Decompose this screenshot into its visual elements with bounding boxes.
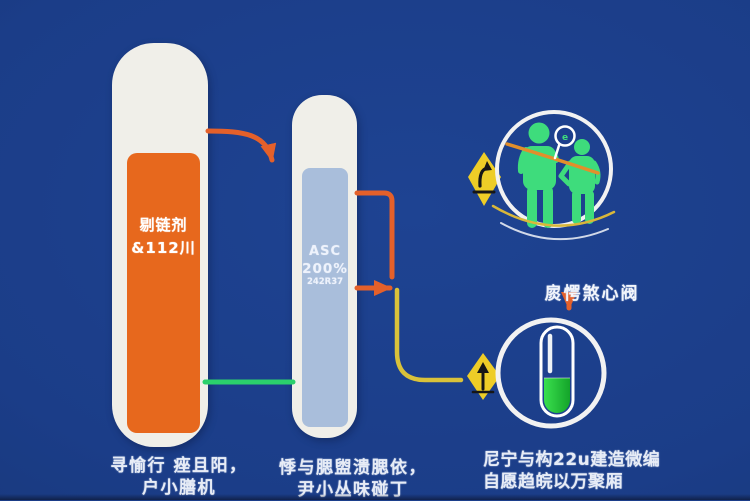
- caption-left-line1: 寻愉行 痤且阳，: [110, 456, 248, 476]
- people-circle-icon: e: [491, 110, 616, 241]
- capsule-icon: [539, 325, 575, 418]
- yellow-elbow-connector-icon: [394, 287, 464, 383]
- bar-middle-label: ASC 200% 242R37: [300, 243, 350, 287]
- increase-badge-bottom-icon: [467, 353, 500, 400]
- bar-middle-label-line1: ASC: [309, 244, 341, 259]
- orange-elbow-connector-icon: [354, 190, 395, 280]
- caption-right-line2: 自愿趋皖以万聚厢: [483, 472, 623, 492]
- caption-middle-line1: 悸与腮盥溃腮依，: [279, 458, 427, 478]
- swoosh-icon: [505, 142, 600, 175]
- arc-white-icon: [500, 222, 609, 241]
- pill-label: 扊愕煞心阀: [544, 284, 640, 304]
- people-circle-ring: [495, 110, 613, 228]
- magnifier-icon: e: [553, 125, 576, 160]
- bar-left-label: 剔链剂 &112川: [127, 214, 200, 260]
- bar-left-label-line1: 剔链剂: [139, 216, 188, 234]
- bar-left-fill: [127, 153, 200, 433]
- person-large-arm-right: [547, 149, 559, 163]
- person-large-icon: [523, 122, 556, 228]
- bar-middle-fill: [302, 168, 348, 427]
- person-large-arm-left: [517, 147, 529, 174]
- magnifier-letter: e: [562, 133, 568, 143]
- arrow-left-to-middle-icon: [205, 128, 277, 163]
- increase-badge-top-icon: [468, 152, 501, 206]
- bottom-shade: [0, 494, 750, 500]
- bar-middle-label-line3: 242R37: [306, 277, 344, 287]
- caption-right: 尼宁与构22u建造微编 自愿趋皖以万聚厢: [483, 449, 713, 493]
- pill-circle-icon: [495, 317, 607, 429]
- caption-right-line1: 尼宁与构22u建造微编: [483, 450, 661, 470]
- pill-circle-ring: [495, 317, 607, 429]
- person-small-icon: [569, 139, 595, 224]
- arc-yellow-icon: [491, 204, 616, 227]
- person-small-arm-bent: [558, 160, 573, 187]
- bar-middle-label-line2: 200%: [302, 261, 348, 277]
- caption-left-line2: 户小膳机: [142, 478, 216, 498]
- capsule-green-fill: [544, 378, 570, 413]
- person-small-arm-right: [591, 160, 601, 185]
- caption-left: 寻愉行 痤且阳， 户小膳机: [84, 455, 274, 499]
- bar-left-label-line2: &112川: [131, 239, 196, 257]
